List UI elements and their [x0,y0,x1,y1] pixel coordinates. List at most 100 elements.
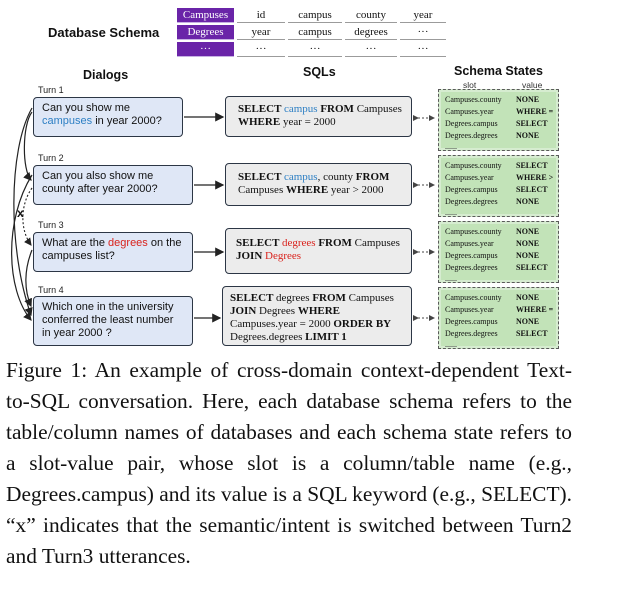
state-value: WHERE = [516,107,554,116]
sqls-header: SQLs [303,65,336,79]
state-slot: ...... [445,274,457,283]
sql-token: campus [283,103,318,115]
state-slot: Campuses.county [445,95,502,104]
schema-title: Database Schema [48,25,160,40]
utterance-highlight: campuses [42,115,93,127]
dialog-box: Can you show me campuses in year 2000? [33,97,183,137]
state-slot: Campuses.year [445,239,494,248]
utterance-text: Which one in the university conferred th… [42,301,174,339]
sql-token: year = 2000 [282,116,336,128]
sql-token: FROM [317,103,357,115]
state-slot: Campuses.year [445,305,494,314]
dialog-box: Which one in the university conferred th… [33,296,193,346]
schema-column-name: campus [288,8,342,23]
turn-label: Turn 2 [38,153,64,163]
sql-box: SELECT degrees FROM Campuses JOIN Degree… [225,228,412,274]
state-slot: Campuses.year [445,107,494,116]
state-value: NONE [516,197,540,206]
sql-token: ORDER BY [333,318,391,330]
dialog-box: Can you also show me county after year 2… [33,165,193,205]
sql-token: WHERE [297,305,341,317]
schema-column-name: id [237,8,285,23]
utterance-highlight: degrees [108,237,148,249]
sql-token: Campuses.year = 2000 [230,318,334,330]
context-arc [24,249,33,308]
state-value: NONE [516,251,540,260]
context-arc [11,174,33,321]
schema-table-name: Degrees [177,25,234,40]
sql-token: SELECT [238,171,284,183]
state-value: SELECT [516,161,548,170]
sql-token: WHERE [285,184,331,196]
sql-token: SELECT [230,292,276,304]
sql-token: SELECT [236,237,282,249]
sql-token: FROM [355,171,390,183]
sql-token: LIMIT 1 [305,331,347,343]
utterance-text: Can you show me [42,102,131,114]
sql-token: Degrees.degrees [230,331,306,343]
sql-token: degrees [281,237,316,249]
state-value: NONE [516,95,540,104]
sql-token: year > 2000 [330,184,384,196]
state-slot: Campuses.county [445,227,502,236]
schema-column-name: year [400,8,446,23]
sql-token: FROM [315,237,355,249]
slot-header: slot [463,80,477,90]
sql-token: Campuses [356,103,402,115]
sql-token: Degrees [259,305,298,317]
turn-label: Turn 3 [38,220,64,230]
state-slot: ...... [445,142,457,151]
state-value: NONE [516,239,540,248]
state-value: SELECT [516,329,548,338]
schema-column-name: county [345,8,397,23]
state-slot: Degrees.degrees [445,263,498,272]
state-value: SELECT [516,119,548,128]
utterance-text: in year 2000? [92,115,162,127]
sql-box: SELECT campus FROM Campuses WHERE year =… [225,96,412,137]
dialogs-header: Dialogs [83,68,129,82]
switched-context-arc [22,187,33,246]
state-slot: Degrees.degrees [445,131,498,140]
state-slot: Campuses.year [445,173,494,182]
sql-token: JOIN [230,305,260,317]
schema-states-header: Schema States [454,64,543,78]
context-arc [23,111,33,181]
schema-table-name: ··· [177,42,234,57]
schema-column-name: campus [288,25,342,40]
schema-column-name: ··· [345,42,397,57]
sql-token: SELECT [238,103,284,115]
state-slot: Campuses.county [445,161,502,170]
state-value: NONE [516,227,540,236]
sql-token: Campuses [238,184,286,196]
switch-marker: x [17,206,24,220]
figure-caption: Figure 1: An example of cross-domain con… [6,358,572,568]
state-value: WHERE > [516,173,554,182]
schema-column-name: ··· [237,42,285,57]
context-arc [13,107,33,317]
state-value: NONE [516,293,540,302]
state-value: NONE [516,317,540,326]
sql-box: SELECT degrees FROM Campuses JOIN Degree… [222,286,412,346]
state-slot: ...... [445,340,457,349]
schema-column-name: year [237,25,285,40]
utterance-text: Can you also show me county after year 2… [42,170,158,195]
state-value: SELECT [516,263,548,272]
state-value: SELECT [516,185,548,194]
state-value: WHERE = [516,305,554,314]
sql-token: Degrees [265,250,302,262]
schema-column-name: ··· [400,25,446,40]
value-header: value [522,80,543,90]
dialog-box: What are the degrees on the campuses lis… [33,232,193,272]
schema-column-name: degrees [345,25,397,40]
schema-column-name: ··· [288,42,342,57]
sql-box: SELECT campus, county FROM Campuses WHER… [225,163,412,206]
utterance-text: What are the [42,237,109,249]
sql-token: JOIN [236,250,266,262]
turn-label: Turn 4 [38,285,64,295]
sql-token: degrees [275,292,313,304]
state-slot: Degrees.degrees [445,329,498,338]
